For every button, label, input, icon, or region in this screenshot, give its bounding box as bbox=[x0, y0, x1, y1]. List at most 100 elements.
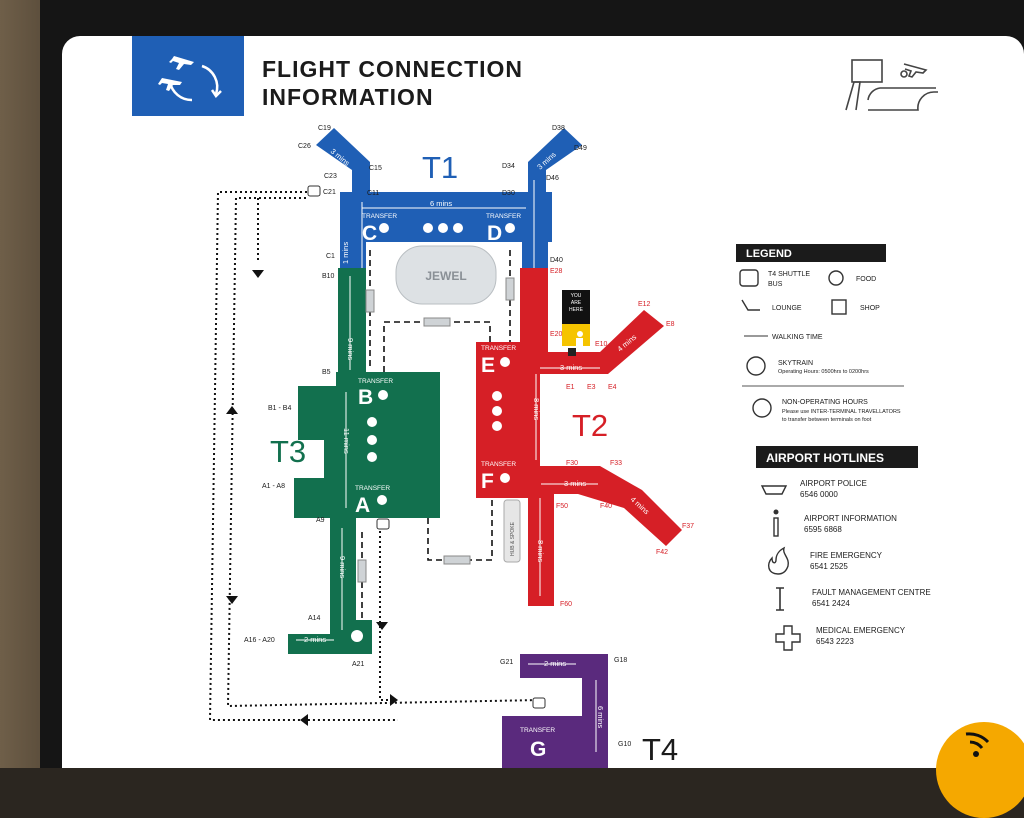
plane-transfer-icon bbox=[158, 56, 222, 102]
page-title-line2: INFORMATION bbox=[262, 84, 434, 110]
legend-nonop-line2: to transfer between terminals on foot bbox=[782, 417, 872, 423]
legend-shuttle: T4 SHUTTLE bbox=[768, 271, 810, 278]
gate-label: F30 bbox=[566, 460, 578, 467]
walk-time-t2-lower: 8 mins bbox=[536, 540, 545, 562]
travellator-icon bbox=[752, 398, 772, 418]
hotline-fault-number: 6541 2424 bbox=[812, 599, 850, 608]
hub-a: A bbox=[355, 494, 370, 517]
wrench-icon bbox=[776, 587, 784, 611]
walk-time-g-top: 2 mins bbox=[544, 659, 566, 668]
gate-label: D46 bbox=[546, 175, 559, 182]
lounge-icon bbox=[492, 391, 502, 401]
bus-icon bbox=[307, 185, 321, 197]
gate-label: D40 bbox=[550, 257, 563, 264]
shop-icon bbox=[367, 452, 377, 462]
svg-text:HERE: HERE bbox=[569, 307, 584, 313]
terminal-t2 bbox=[476, 268, 682, 606]
hub-spoke-box bbox=[503, 499, 521, 563]
terminal-t4-label: T4 bbox=[642, 732, 678, 767]
gate-label: A16 - A20 bbox=[244, 637, 275, 644]
hotline-info: AIRPORT INFORMATION bbox=[804, 514, 897, 523]
bus-icon bbox=[739, 269, 759, 287]
hotline-police-number: 6546 0000 bbox=[800, 490, 838, 499]
hotline-fire: FIRE EMERGENCY bbox=[810, 551, 883, 560]
walk-time-t1-t3: 1 mins bbox=[341, 242, 350, 264]
terminal-t3 bbox=[288, 268, 440, 654]
gate-label: F33 bbox=[610, 460, 622, 467]
jewel-building bbox=[395, 245, 497, 305]
gate-label: C23 bbox=[324, 173, 337, 180]
transfer-icon bbox=[377, 495, 387, 505]
shop-icon bbox=[831, 299, 847, 315]
hotlines-title: AIRPORT HOTLINES bbox=[766, 451, 884, 465]
food-icon bbox=[828, 270, 844, 286]
svg-text:YOU: YOU bbox=[571, 293, 582, 299]
gate-label: A9 bbox=[316, 517, 325, 524]
transfer-icon bbox=[351, 630, 363, 642]
walk-time-t3-upper: 9 mins bbox=[346, 338, 355, 360]
skytrain-icon bbox=[746, 356, 766, 376]
transfer-icon bbox=[500, 473, 510, 483]
hub-spoke-label: HUB & SPOKE bbox=[510, 521, 516, 556]
hub-e: E bbox=[481, 354, 495, 377]
gate-label: C21 bbox=[323, 189, 336, 196]
walk-time-e-arm: 3 mins bbox=[560, 363, 582, 372]
gate-label: G10 bbox=[618, 741, 631, 748]
food-icon bbox=[438, 223, 448, 233]
gate-label: F37 bbox=[682, 523, 694, 530]
gate-label: F50 bbox=[556, 503, 568, 510]
legend-skytrain: SKYTRAIN bbox=[778, 360, 813, 367]
bus-icon bbox=[376, 518, 390, 530]
wifi-badge[interactable] bbox=[936, 722, 1024, 818]
arrow-right-icon bbox=[390, 694, 398, 706]
departures-icon bbox=[845, 59, 938, 111]
arrow-up-icon bbox=[226, 406, 238, 414]
lounge-icon bbox=[423, 223, 433, 233]
gate-label: F42 bbox=[656, 549, 668, 556]
gate-label: D38 bbox=[552, 125, 565, 132]
gate-label: F40 bbox=[600, 503, 612, 510]
legend-food: FOOD bbox=[856, 276, 876, 283]
hotlines-header bbox=[756, 446, 918, 468]
skytrain-icon bbox=[357, 559, 367, 583]
hotline-info-number: 6595 6868 bbox=[804, 525, 842, 534]
gate-label: E8 bbox=[666, 321, 675, 328]
walk-time-g-side: 6 mins bbox=[596, 706, 605, 728]
legend-skytrain-hours: Operating Hours: 0500hrs to 0200hrs bbox=[778, 369, 869, 375]
food-icon bbox=[367, 435, 377, 445]
hub-g: G bbox=[530, 738, 546, 761]
legend-nonop: NON-OPERATING HOURS bbox=[782, 399, 868, 406]
gate-label: E12 bbox=[638, 301, 651, 308]
hotline-medical-number: 6543 2223 bbox=[816, 637, 854, 646]
transfer-icon bbox=[379, 223, 389, 233]
gate-label: A14 bbox=[308, 615, 321, 622]
transfer-icon bbox=[378, 390, 388, 400]
gate-label: C11 bbox=[367, 190, 379, 197]
hotline-fire-number: 6541 2525 bbox=[810, 562, 848, 571]
gate-label: E20 bbox=[550, 331, 563, 338]
walk-time-t3-mid: 11 mins bbox=[342, 428, 351, 454]
walk-time-t3-lower: 9 mins bbox=[338, 556, 347, 578]
legend-title: LEGEND bbox=[746, 248, 792, 260]
shop-icon bbox=[453, 223, 463, 233]
gate-label: A21 bbox=[352, 661, 365, 668]
gate-label: E4 bbox=[608, 384, 617, 391]
terminal-map: JEWEL HUB & SPOKE T1 T3 T2 T4 TRANSFER T… bbox=[208, 59, 938, 768]
hub-c: C bbox=[362, 222, 377, 245]
you-are-here-marker: YOU ARE HERE bbox=[562, 290, 590, 356]
walk-time-f-arm: 3 mins bbox=[564, 479, 586, 488]
hotline-police: AIRPORT POLICE bbox=[800, 479, 867, 488]
transfer-label: TRANSFER bbox=[355, 485, 390, 492]
gate-label: D34 bbox=[502, 163, 515, 170]
hotline-medical: MEDICAL EMERGENCY bbox=[816, 626, 906, 635]
transfer-icon bbox=[505, 223, 515, 233]
transfer-label: TRANSFER bbox=[358, 378, 393, 385]
shop-icon bbox=[492, 421, 502, 431]
gate-label: G21 bbox=[500, 659, 513, 666]
gate-label: F60 bbox=[560, 601, 572, 608]
header-badge bbox=[132, 36, 244, 116]
gate-label: E3 bbox=[587, 384, 596, 391]
skytrain-icon bbox=[365, 289, 375, 313]
legend-lounge: LOUNGE bbox=[772, 305, 802, 312]
gate-label: C19 bbox=[318, 125, 331, 132]
